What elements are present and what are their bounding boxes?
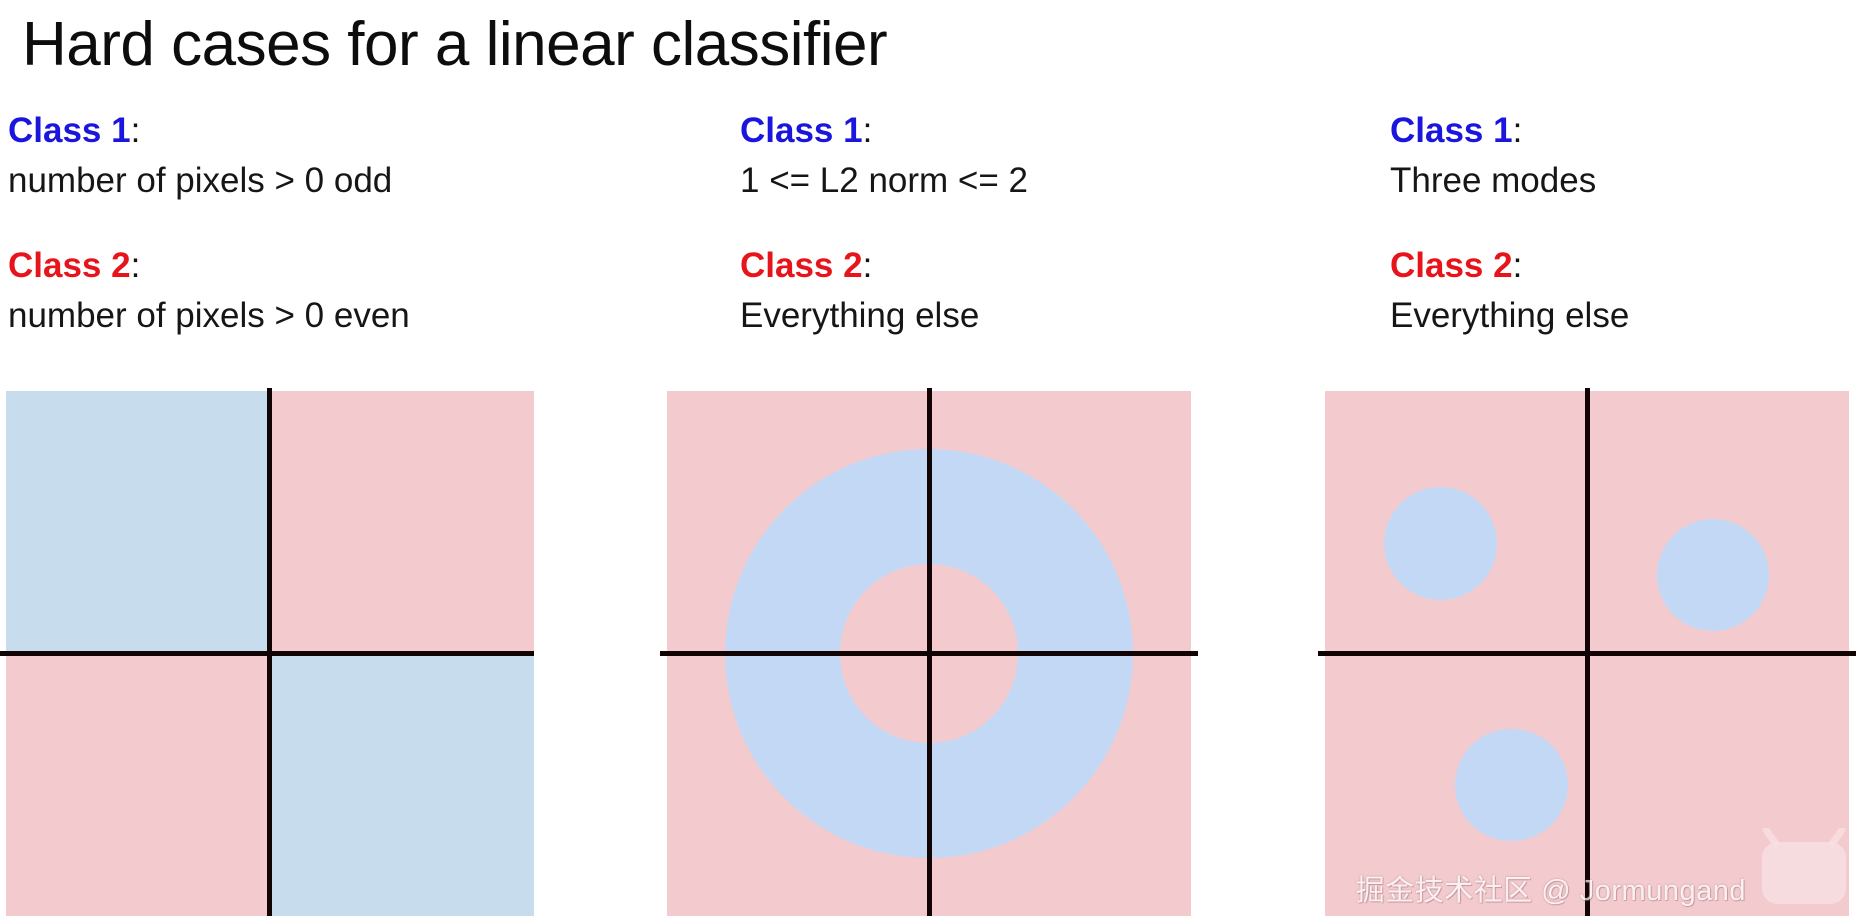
annulus-background: [667, 391, 1191, 916]
watermark: 掘金技术社区 @ Jormungand: [1356, 828, 1852, 908]
class1-colon: :: [862, 111, 873, 150]
column-parity: Class 1: number of pixels > 0 odd Class …: [8, 108, 608, 341]
class1-colon: :: [130, 111, 141, 150]
class1-heading: Class 1:: [740, 108, 1300, 154]
class2-description: Everything else: [1390, 296, 1630, 335]
diagram-three-modes: [1325, 391, 1849, 916]
class1-description: 1 <= L2 norm <= 2: [740, 161, 1028, 200]
page-title: Hard cases for a linear classifier: [22, 10, 888, 79]
class1-label: Class 1: [740, 111, 863, 150]
class2-label: Class 2: [740, 246, 863, 285]
class1-label: Class 1: [8, 111, 131, 150]
class1-description: number of pixels > 0 odd: [8, 161, 393, 200]
quadrant-bottom-right: [270, 653, 534, 916]
axis-vertical-panel-3: [1585, 388, 1590, 916]
class1-block-parity: Class 1: number of pixels > 0 odd: [8, 108, 608, 206]
class2-description: number of pixels > 0 even: [8, 296, 410, 335]
class2-block-parity: Class 2: number of pixels > 0 even: [8, 243, 608, 341]
column-threemodes: Class 1: Three modes Class 2: Everything…: [1390, 108, 1860, 341]
class2-colon: :: [130, 246, 141, 285]
axis-horizontal-panel-3: [1318, 651, 1856, 656]
annulus-inner-disc: [839, 564, 1019, 743]
class1-colon: :: [1512, 111, 1523, 150]
class1-description: Three modes: [1390, 161, 1597, 200]
axis-vertical-panel-2: [927, 388, 932, 916]
class2-colon: :: [1512, 246, 1523, 285]
axis-horizontal-panel-1: [0, 651, 534, 656]
mode-blob-top-left: [1383, 487, 1497, 601]
column-l2norm: Class 1: 1 <= L2 norm <= 2 Class 2: Ever…: [740, 108, 1300, 341]
class2-block-threemodes: Class 2: Everything else: [1390, 243, 1860, 341]
mode-blob-top-right: [1657, 519, 1770, 632]
class2-block-l2norm: Class 2: Everything else: [740, 243, 1300, 341]
watermark-logo-icon: [1762, 828, 1846, 904]
class2-description: Everything else: [740, 296, 980, 335]
class2-colon: :: [862, 246, 873, 285]
class2-heading: Class 2:: [1390, 243, 1860, 289]
diagram-annulus: [667, 391, 1191, 916]
diagram-checkerboard: [6, 391, 534, 916]
class1-label: Class 1: [1390, 111, 1513, 150]
annulus-ring: [724, 448, 1134, 859]
class2-heading: Class 2:: [8, 243, 608, 289]
mode-blob-bottom-left: [1455, 728, 1568, 841]
axis-horizontal-panel-2: [660, 651, 1198, 656]
class2-label: Class 2: [1390, 246, 1513, 285]
axis-vertical-panel-1: [267, 388, 272, 916]
watermark-text: 掘金技术社区 @ Jormungand: [1355, 875, 1746, 907]
class1-block-l2norm: Class 1: 1 <= L2 norm <= 2: [740, 108, 1300, 206]
class1-heading: Class 1:: [8, 108, 608, 154]
class-definitions: Class 1: number of pixels > 0 odd Class …: [0, 108, 1864, 370]
class1-block-threemodes: Class 1: Three modes: [1390, 108, 1860, 206]
class2-label: Class 2: [8, 246, 131, 285]
quadrant-top-left: [6, 391, 270, 654]
class1-heading: Class 1:: [1390, 108, 1860, 154]
class2-heading: Class 2:: [740, 243, 1300, 289]
quadrant-top-right: [270, 391, 534, 654]
quadrant-bottom-left: [6, 653, 270, 916]
three-modes-background: [1325, 391, 1849, 916]
